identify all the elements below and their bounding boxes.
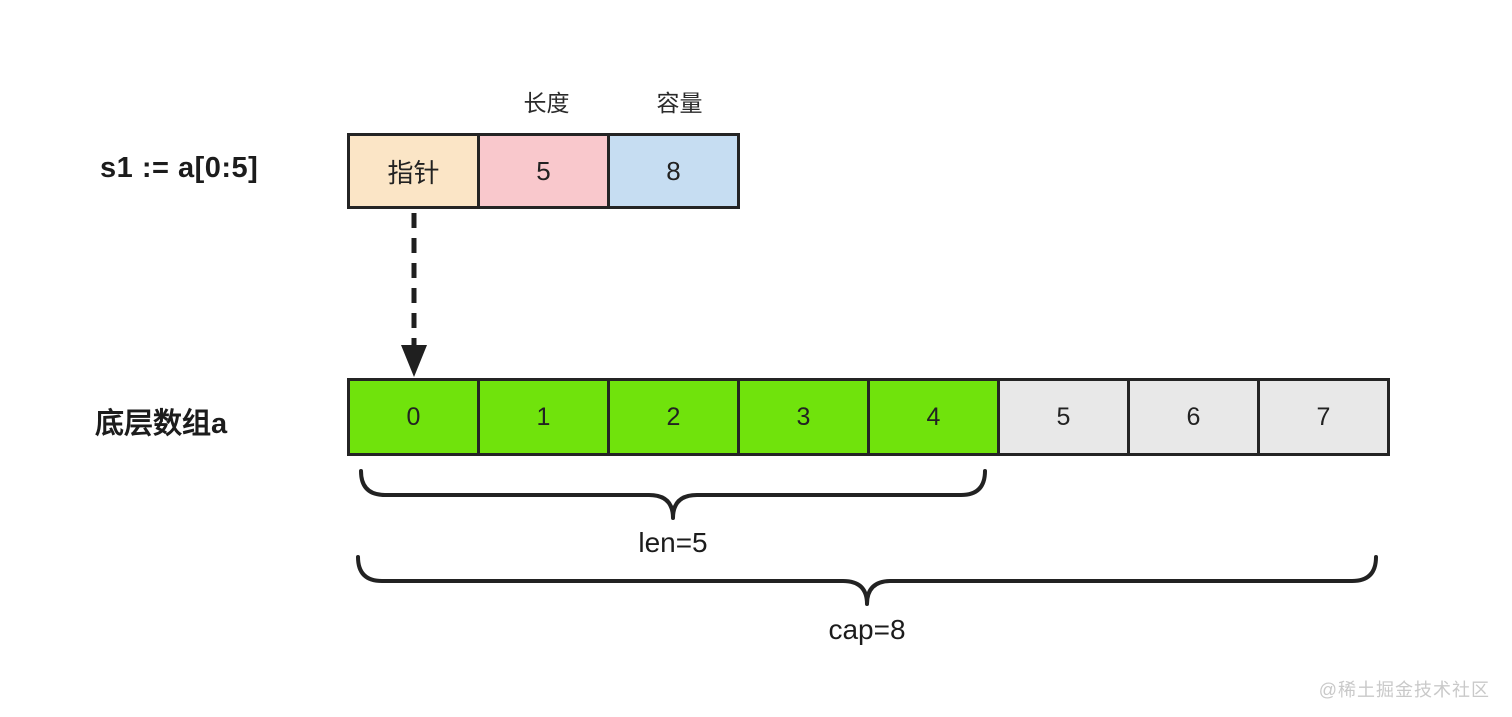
- underlying-array: 0 1 2 3 4 5 6 7: [347, 378, 1390, 456]
- array-cell: 7: [1257, 378, 1390, 456]
- capacity-column-label: 容量: [656, 90, 703, 116]
- array-cell: 3: [737, 378, 870, 456]
- cap-annotation: cap=8: [828, 614, 906, 645]
- array-cell: 1: [477, 378, 610, 456]
- pointer-field: 指针: [347, 133, 480, 209]
- pointer-arrow: [401, 213, 427, 377]
- capacity-field: 8: [607, 133, 740, 209]
- array-cell: 6: [1127, 378, 1260, 456]
- slice-header: 指针 5 8: [347, 133, 740, 209]
- len-brace: [359, 469, 987, 520]
- underlying-array-label: 底层数组a: [95, 408, 228, 440]
- array-cell: 5: [997, 378, 1130, 456]
- length-column-label: 长度: [523, 90, 570, 116]
- array-cell: 2: [607, 378, 740, 456]
- array-cell: 0: [347, 378, 480, 456]
- slice-expression-label: s1 := a[0:5]: [100, 152, 259, 184]
- cap-brace: [356, 555, 1378, 606]
- watermark: @稀土掘金技术社区: [1318, 680, 1490, 700]
- array-cell: 4: [867, 378, 1000, 456]
- len-annotation: len=5: [638, 527, 708, 558]
- length-field: 5: [477, 133, 610, 209]
